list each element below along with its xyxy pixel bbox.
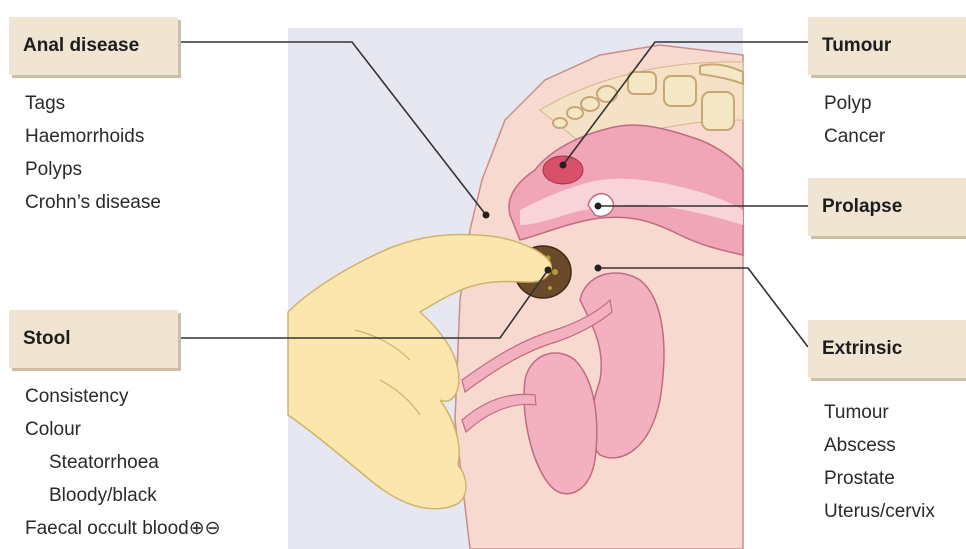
list-item: Haemorrhoids	[25, 120, 161, 153]
occult-blood-text: Faecal occult blood	[25, 518, 189, 539]
tumour-title: Tumour	[822, 35, 891, 57]
tumour-list: Polyp Cancer	[824, 87, 885, 153]
anal-disease-label: Anal disease	[9, 17, 178, 75]
anal-disease-title: Anal disease	[23, 35, 139, 57]
list-item: Tumour	[824, 396, 935, 429]
tumour-label: Tumour	[808, 17, 966, 75]
list-item: Bloody/black	[25, 479, 221, 512]
extrinsic-list: Tumour Abscess Prostate Uterus/cervix	[824, 396, 935, 528]
list-item: Tags	[25, 87, 161, 120]
prolapse-title: Prolapse	[822, 196, 902, 218]
list-item: Prostate	[824, 462, 935, 495]
list-item: Polyp	[824, 87, 885, 120]
list-item: Cancer	[824, 120, 885, 153]
list-item: Uterus/cervix	[824, 495, 935, 528]
list-item: Crohn’s disease	[25, 186, 161, 219]
extrinsic-title: Extrinsic	[822, 338, 902, 360]
list-item: Abscess	[824, 429, 935, 462]
tumour-mass	[543, 156, 583, 184]
stool-label: Stool	[9, 310, 178, 368]
list-item: Steatorrhoea	[25, 446, 221, 479]
prolapse-label: Prolapse	[808, 178, 966, 236]
stool-list: Consistency Colour Steatorrhoea Bloody/b…	[25, 380, 221, 545]
stool-title: Stool	[23, 328, 71, 350]
list-item: Colour	[25, 413, 221, 446]
list-item-occult-blood: Faecal occult blood⊕⊖	[25, 512, 221, 545]
list-item: Consistency	[25, 380, 221, 413]
plus-minus-symbols: ⊕⊖	[189, 518, 221, 539]
anal-disease-list: Tags Haemorrhoids Polyps Crohn’s disease	[25, 87, 161, 219]
extrinsic-label: Extrinsic	[808, 320, 966, 378]
list-item: Polyps	[25, 153, 161, 186]
